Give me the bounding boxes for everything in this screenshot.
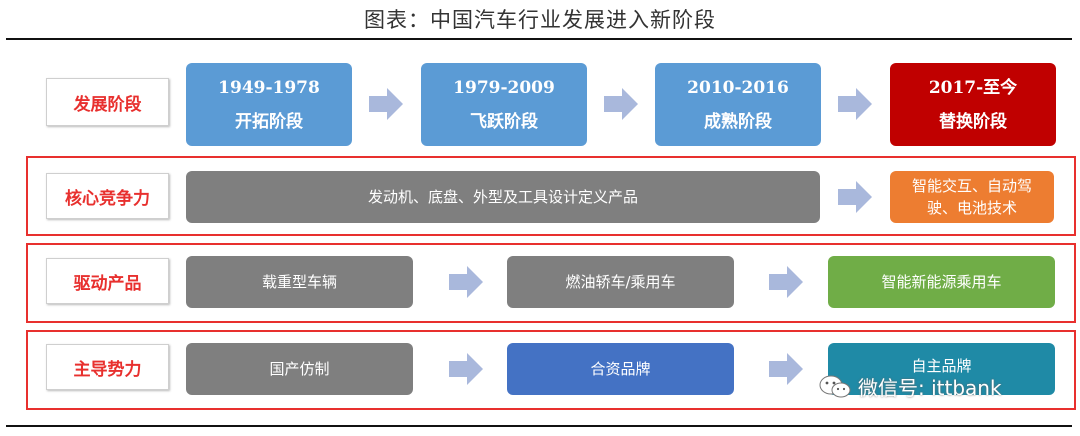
top-rule [6, 38, 1072, 40]
stage-name: 飞跃阶段 [470, 111, 538, 132]
arrow-right-icon [769, 266, 803, 298]
stage-name: 替换阶段 [939, 111, 1007, 132]
stage-box-1949: 1949-1978 开拓阶段 [186, 63, 352, 146]
product-box-fuel: 燃油轿车/乘用车 [507, 256, 734, 308]
wechat-icon [819, 375, 851, 397]
stage-years: 1979-2009 [453, 77, 555, 98]
force-box-imitation: 国产仿制 [186, 343, 413, 395]
label-force: 主导势力 [46, 344, 169, 390]
label-product: 驱动产品 [46, 258, 169, 304]
label-stage: 发展阶段 [46, 78, 169, 126]
force-box-domestic: 自主品牌 [828, 343, 1055, 395]
arrow-right-icon [838, 181, 872, 213]
core-smart-line1: 智能交互、自动驾 [911, 177, 1032, 195]
watermark: 微信号: ittbank [818, 372, 1002, 401]
core-smart-line2: 驶、电池技术 [926, 199, 1017, 217]
label-core: 核心竞争力 [46, 173, 169, 219]
core-box-smart: 智能交互、自动驾 驶、电池技术 [890, 171, 1054, 223]
stage-years: 1949-1978 [218, 77, 320, 98]
arrow-right-icon [449, 353, 483, 385]
stage-name: 开拓阶段 [235, 111, 303, 132]
bottom-rule [6, 425, 1072, 427]
arrow-right-icon [449, 266, 483, 298]
arrow-right-icon [838, 88, 872, 120]
arrow-right-icon [369, 88, 403, 120]
product-box-nev: 智能新能源乘用车 [828, 256, 1055, 308]
stage-years: 2017-至今 [928, 77, 1018, 98]
arrow-right-icon [769, 353, 803, 385]
arrow-right-icon [604, 88, 638, 120]
product-box-heavy: 载重型车辆 [186, 256, 413, 308]
stage-name: 成熟阶段 [704, 111, 772, 132]
stage-box-2010: 2010-2016 成熟阶段 [655, 63, 821, 146]
stage-box-2017: 2017-至今 替换阶段 [890, 63, 1056, 146]
stage-years: 2010-2016 [687, 77, 789, 98]
watermark-text: 微信号: ittbank [858, 376, 1002, 400]
core-box-traditional: 发动机、底盘、外型及工具设计定义产品 [186, 171, 820, 223]
page-title: 图表：中国汽车行业发展进入新阶段 [364, 8, 716, 32]
stage-box-1979: 1979-2009 飞跃阶段 [421, 63, 587, 146]
force-box-jv: 合资品牌 [507, 343, 734, 395]
